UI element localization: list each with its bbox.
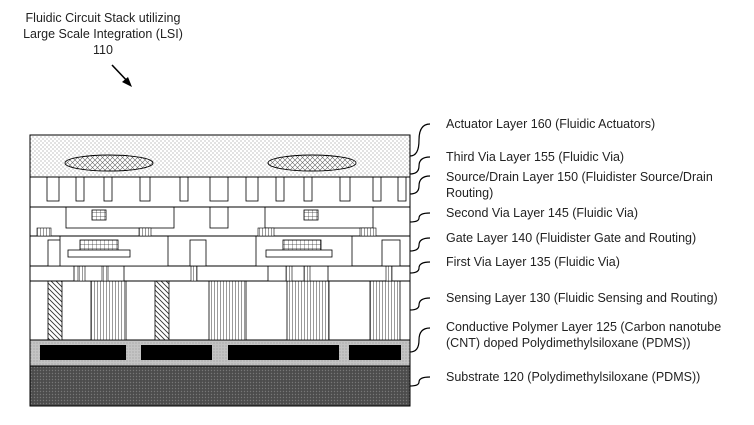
label-source-drain-layer: Source/Drain Layer 150 (Fluidister Sourc… xyxy=(446,170,713,184)
fluidic-actuator xyxy=(65,155,153,171)
fluidic-actuator xyxy=(268,155,356,171)
sensing-channel xyxy=(370,281,400,340)
title-line-2: Large Scale Integration (LSI) xyxy=(23,27,183,41)
sensing-channel xyxy=(155,281,169,340)
actuator-layer xyxy=(30,135,410,177)
substrate-layer xyxy=(30,366,410,406)
label-source-drain-layer-cont: Routing) xyxy=(446,186,493,200)
sensing-channel xyxy=(91,281,126,340)
sensing-layer xyxy=(30,281,410,340)
label-conductive-polymer-layer: Conductive Polymer Layer 125 (Carbon nan… xyxy=(446,320,721,334)
conductive-polymer-layer xyxy=(30,340,410,366)
layer-stack xyxy=(30,135,410,406)
label-second-via-layer: Second Via Layer 145 (Fluidic Via) xyxy=(446,206,638,220)
layer-labels: Actuator Layer 160 (Fluidic Actuators) T… xyxy=(446,117,721,384)
source-drain-layer xyxy=(30,177,410,207)
fluidister-gate xyxy=(80,240,118,250)
title-arrow-icon xyxy=(112,65,132,87)
label-conductive-polymer-layer-cont: (CNT) doped Polydimethylsiloxane (PDMS)) xyxy=(446,336,691,350)
second-via-layer xyxy=(30,207,410,236)
label-actuator-layer: Actuator Layer 160 (Fluidic Actuators) xyxy=(446,117,655,131)
electrode-block xyxy=(349,345,401,360)
title-line-1: Fluidic Circuit Stack utilizing xyxy=(26,11,181,25)
label-first-via-layer: First Via Layer 135 (Fluidic Via) xyxy=(446,255,620,269)
diagram-title: Fluidic Circuit Stack utilizing Large Sc… xyxy=(23,11,183,57)
sensing-channel xyxy=(209,281,246,340)
label-third-via-layer: Third Via Layer 155 (Fluidic Via) xyxy=(446,150,624,164)
leader-lines xyxy=(410,124,430,386)
electrode-block xyxy=(228,345,339,360)
electrode-block xyxy=(40,345,126,360)
first-via-layer xyxy=(30,266,410,281)
electrode-block xyxy=(141,345,212,360)
label-sensing-layer: Sensing Layer 130 (Fluidic Sensing and R… xyxy=(446,291,718,305)
title-reference-number: 110 xyxy=(93,43,113,57)
gate-layer xyxy=(30,236,410,266)
sensing-channel xyxy=(48,281,62,340)
sensing-channel xyxy=(287,281,329,340)
label-substrate-layer: Substrate 120 (Polydimethylsiloxane (PDM… xyxy=(446,370,700,384)
label-gate-layer: Gate Layer 140 (Fluidister Gate and Rout… xyxy=(446,231,696,245)
fluidister-gate xyxy=(283,240,321,250)
